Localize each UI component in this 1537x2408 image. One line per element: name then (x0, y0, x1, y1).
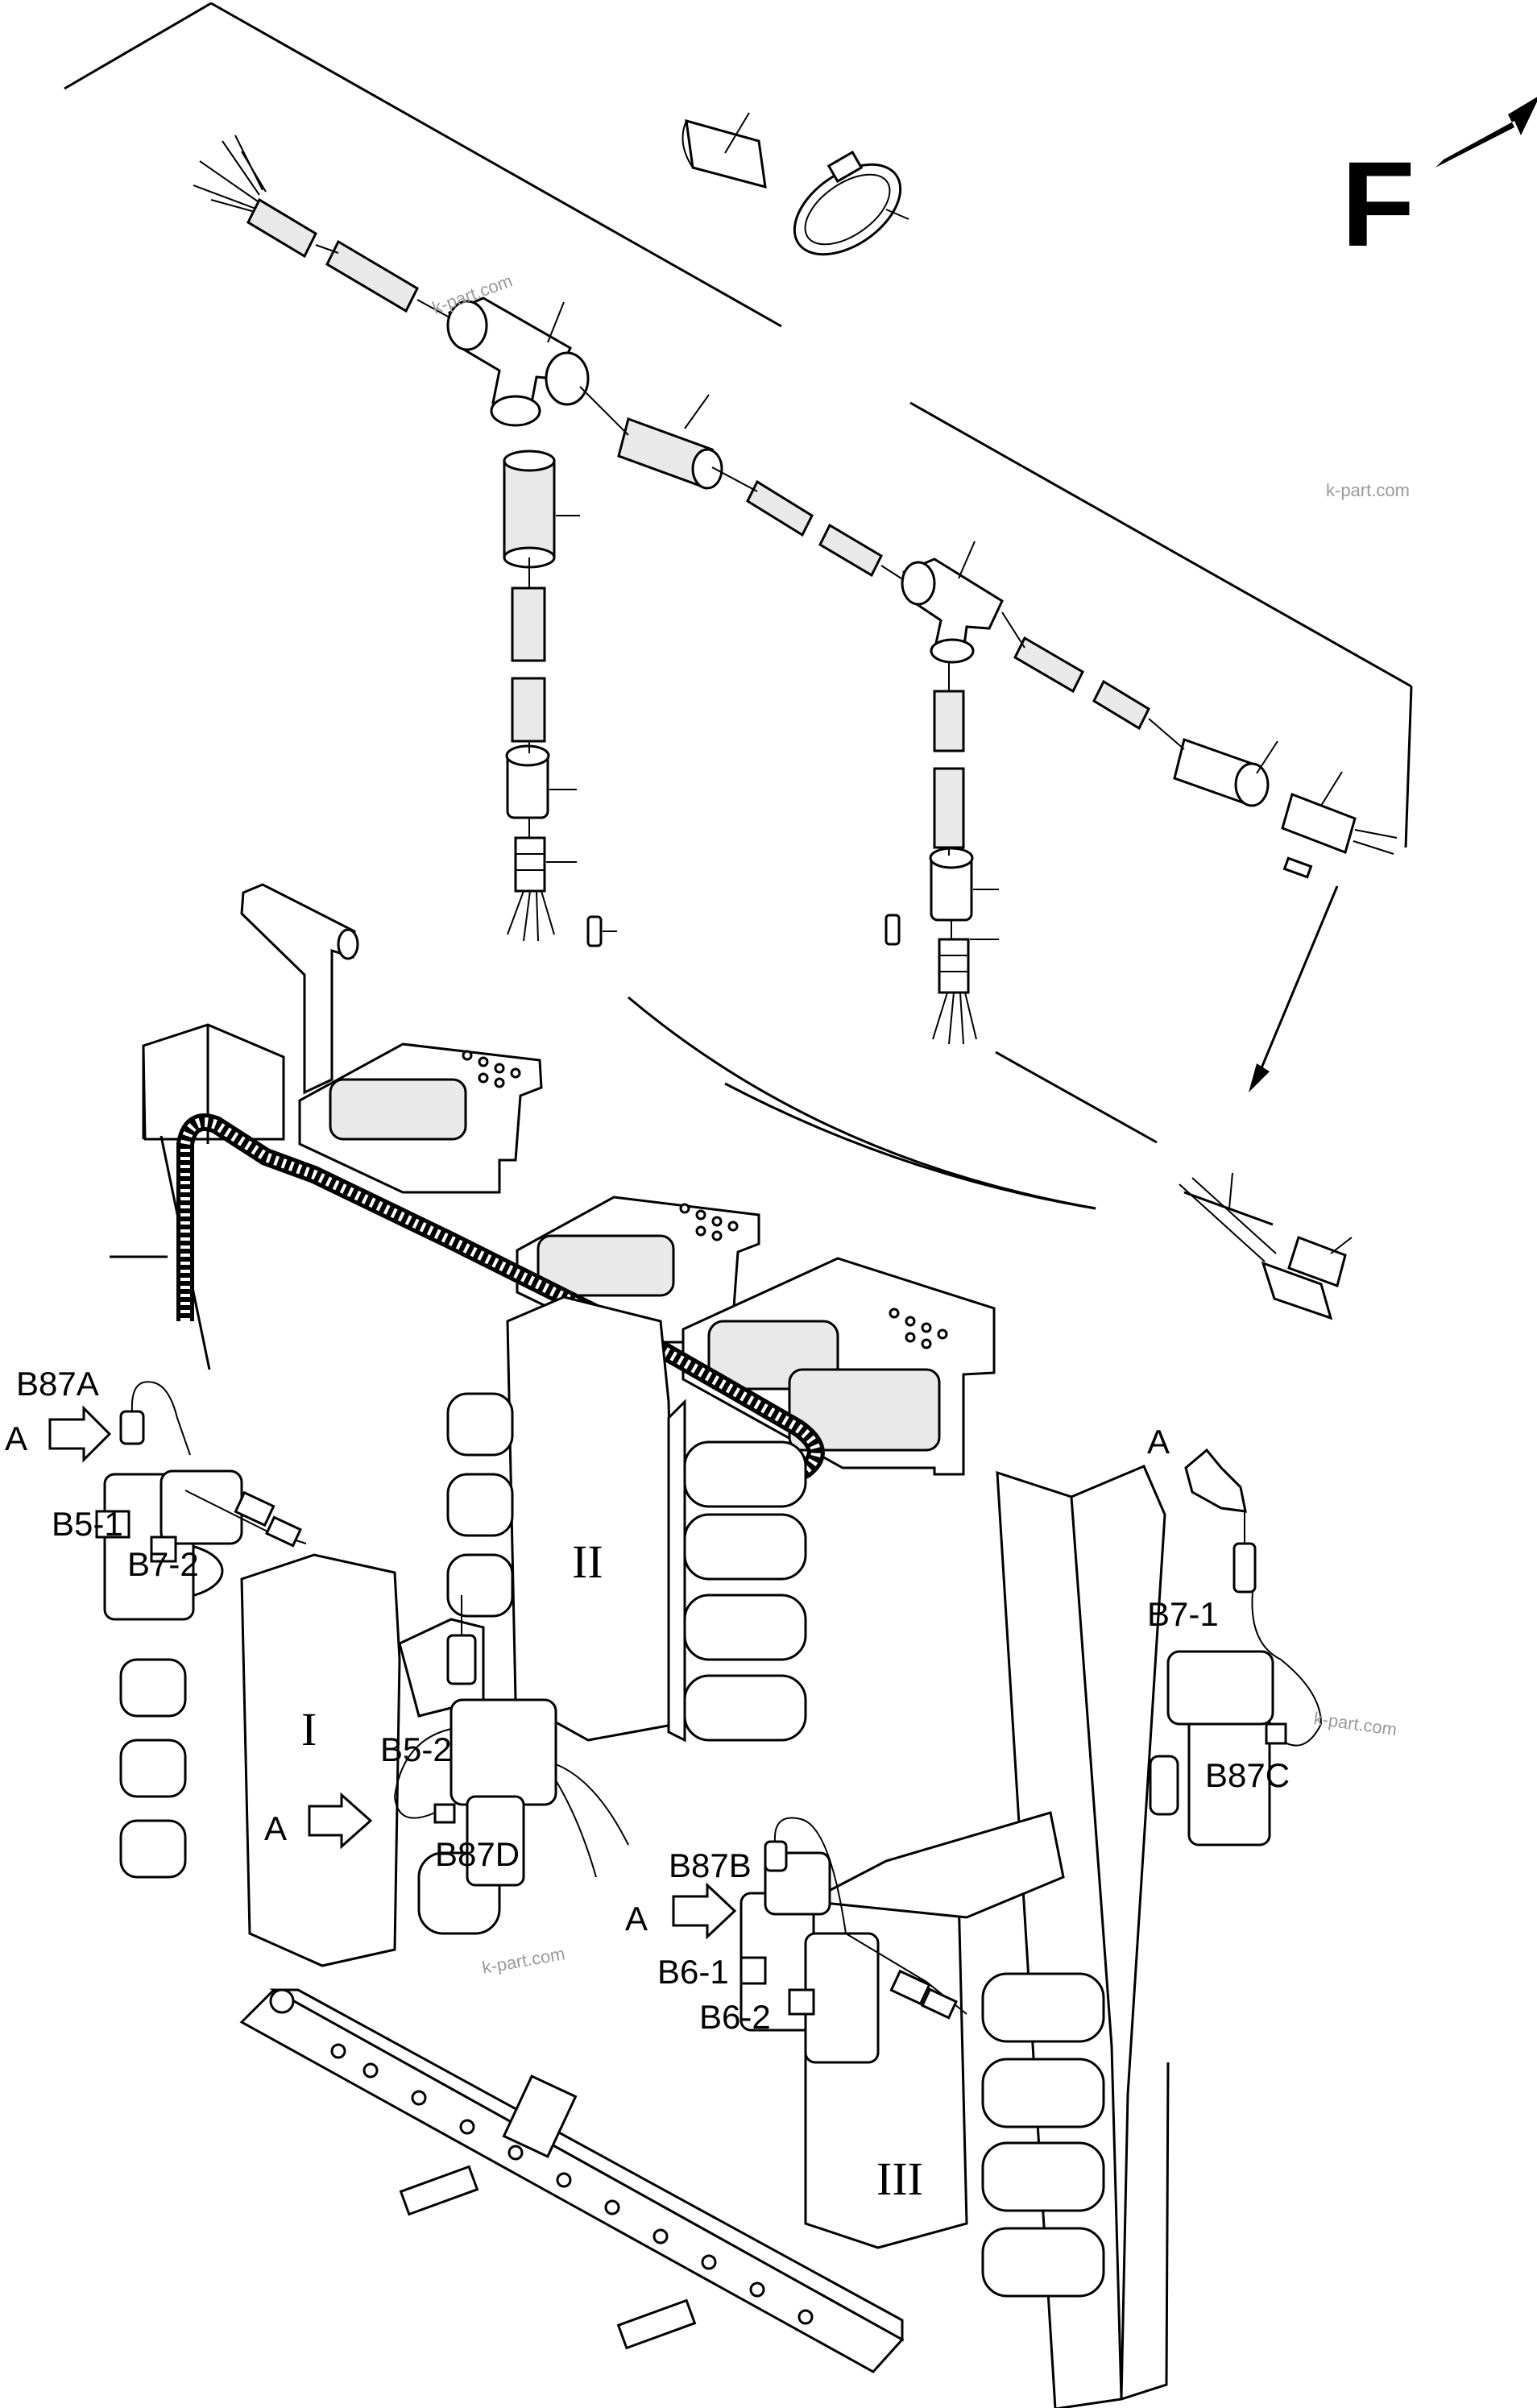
sensor-block-right (1149, 1507, 1323, 1846)
cable-tie (793, 150, 909, 256)
boot-2 (929, 847, 999, 922)
control-lever (240, 883, 359, 1095)
wire-ends (193, 135, 267, 213)
corrugated-tube-upper (246, 197, 1150, 849)
label-b5-2: B5-2 (380, 1730, 452, 1768)
tape-roll (682, 112, 767, 189)
view-arrow-a-4: A (1147, 1423, 1247, 1513)
label-b6-2: B6-2 (699, 1998, 771, 2036)
label-b7-1: B7-1 (1147, 1595, 1219, 1633)
label-b5-1: B5-1 (52, 1505, 123, 1543)
watermark: k-part.com (481, 1943, 567, 1978)
watermark: k-part.com (1312, 1708, 1398, 1739)
label-b87d: B87D (435, 1835, 520, 1873)
pin-2 (884, 914, 901, 946)
view-arrow-a-3: A (625, 1882, 737, 1940)
pin-1 (586, 915, 617, 947)
view-arrow-label: A (5, 1420, 27, 1457)
label-b87b: B87B (669, 1846, 752, 1884)
view-arrow-label: A (1147, 1423, 1170, 1461)
t-connector-1 (446, 296, 590, 427)
direction-indicator: F (1341, 97, 1537, 271)
harness-connector-plug (1179, 1172, 1353, 1320)
valve-section-ii (446, 1295, 807, 1743)
control-plate-1 (298, 1042, 543, 1194)
label-b6-1: B6-1 (657, 1953, 729, 1991)
sensor-block-left (95, 1381, 307, 1621)
view-arrow-label: A (625, 1900, 648, 1938)
direction-arrow-icon (1436, 97, 1537, 168)
connector-plug-1 (507, 836, 577, 942)
label-b87a: B87A (16, 1365, 99, 1403)
view-arrow-label: A (264, 1809, 287, 1847)
valve-assembly (95, 883, 1323, 2408)
sensor-block-center (393, 1595, 629, 1887)
direction-letter: F (1341, 136, 1415, 271)
end-connector (1173, 738, 1398, 879)
watermark: k-part.com (1326, 480, 1410, 500)
section-label-ii: II (572, 1536, 603, 1588)
connector-plug-2 (932, 938, 999, 1045)
mounting-rail (239, 1988, 905, 2373)
label-b87c: B87C (1205, 1756, 1290, 1794)
section-label-iii: III (876, 2153, 923, 2205)
label-b7-2: B7-2 (127, 1545, 199, 1583)
t-connector-2 (901, 541, 1004, 664)
sensor-block-bottom (740, 1817, 967, 2064)
section-label-i: I (301, 1703, 317, 1755)
sleeve-main (617, 394, 723, 490)
exploded-harness-view: F (64, 2, 1537, 1226)
control-plate-3 (682, 1257, 996, 1476)
view-arrow-a-1: A (5, 1405, 112, 1463)
view-arrow-a-2: A (264, 1792, 373, 1850)
boot-1 (505, 744, 577, 819)
sleeve-vertical-1 (503, 450, 580, 569)
